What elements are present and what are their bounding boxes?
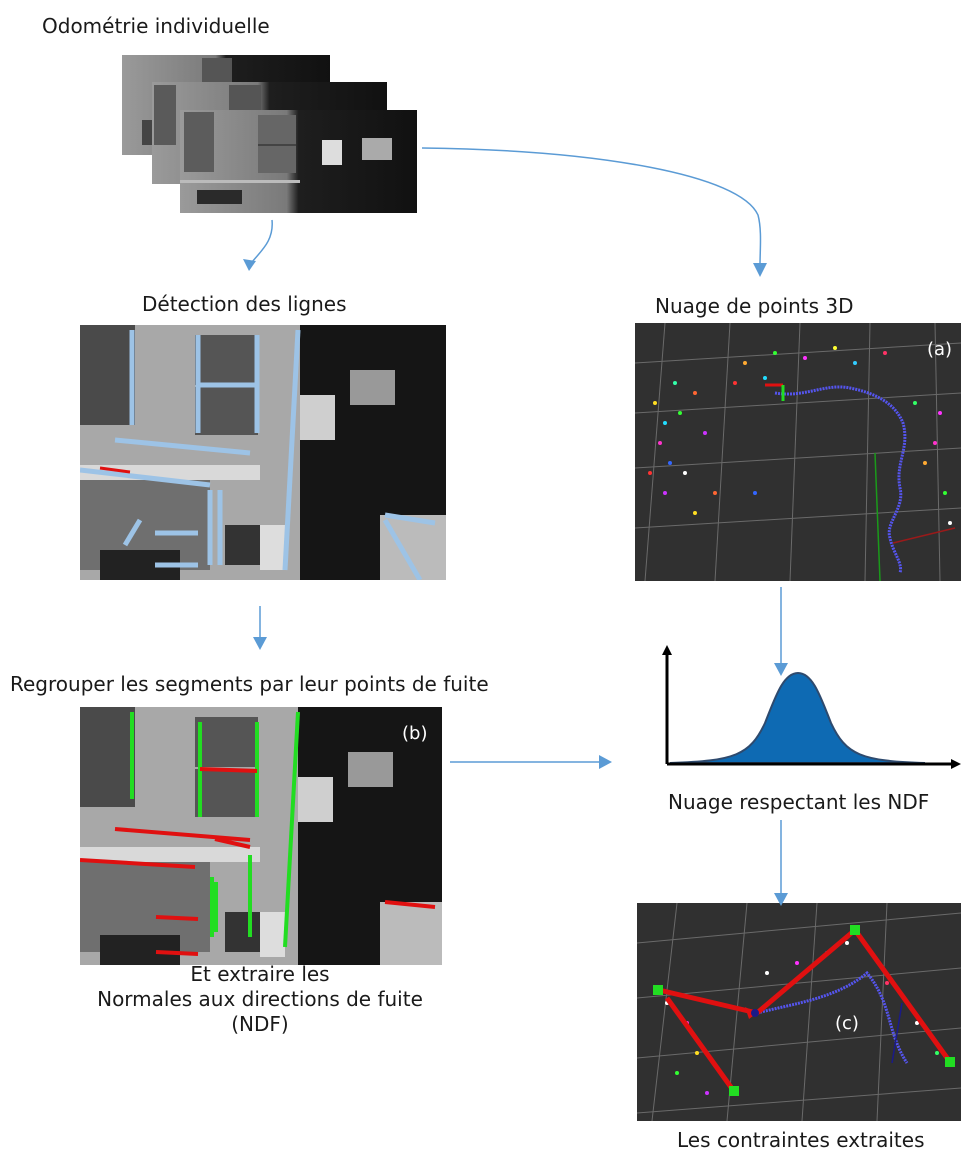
line-detection-image <box>80 325 446 580</box>
label-nuage-ndf: Nuage respectant les NDF <box>668 790 930 814</box>
panel-tag-b: (b) <box>402 723 427 744</box>
label-contraintes: Les contraintes extraites <box>677 1128 925 1152</box>
arrow-odometry-to-cloud <box>421 147 762 266</box>
label-extraire-line3: (NDF) <box>231 1012 289 1036</box>
red-vanishing-segments <box>80 767 436 956</box>
arrowhead-cloud <box>753 263 767 277</box>
arrowhead-ndf <box>599 755 612 769</box>
frame-front <box>180 110 417 213</box>
rviz-grid <box>635 323 961 581</box>
extracted-constraints-image: (c) <box>637 903 961 1121</box>
odometry-frame-stack <box>122 50 417 215</box>
label-extraire-line2: Normales aux directions de fuite <box>97 987 423 1011</box>
point-cloud-3d-image: (a) <box>635 323 961 581</box>
label-odometrie: Odométrie individuelle <box>42 14 270 38</box>
colored-points <box>648 346 952 525</box>
label-detection-lignes: Détection des lignes <box>142 292 347 316</box>
label-extraire: Et extraire les Normales aux directions … <box>80 962 440 1037</box>
constraint-endpoints <box>653 925 955 1096</box>
constraint-lines <box>658 928 953 1092</box>
panel-tag-c: (c) <box>835 1013 859 1034</box>
gaussian-curve-icon <box>655 643 961 771</box>
detected-lines <box>80 329 436 580</box>
label-regrouper: Regrouper les segments par leur points d… <box>10 672 489 696</box>
panel-tag-a: (a) <box>927 339 952 360</box>
trajectory-path <box>774 385 907 574</box>
vanishing-groups-image: (b) <box>80 707 442 965</box>
arrow-odometry-to-detection <box>251 219 273 263</box>
arrowhead-grouping <box>253 637 267 650</box>
label-nuage-3d: Nuage de points 3D <box>655 294 854 318</box>
label-extraire-line1: Et extraire les <box>190 962 330 986</box>
arrowhead-detection <box>243 259 256 271</box>
